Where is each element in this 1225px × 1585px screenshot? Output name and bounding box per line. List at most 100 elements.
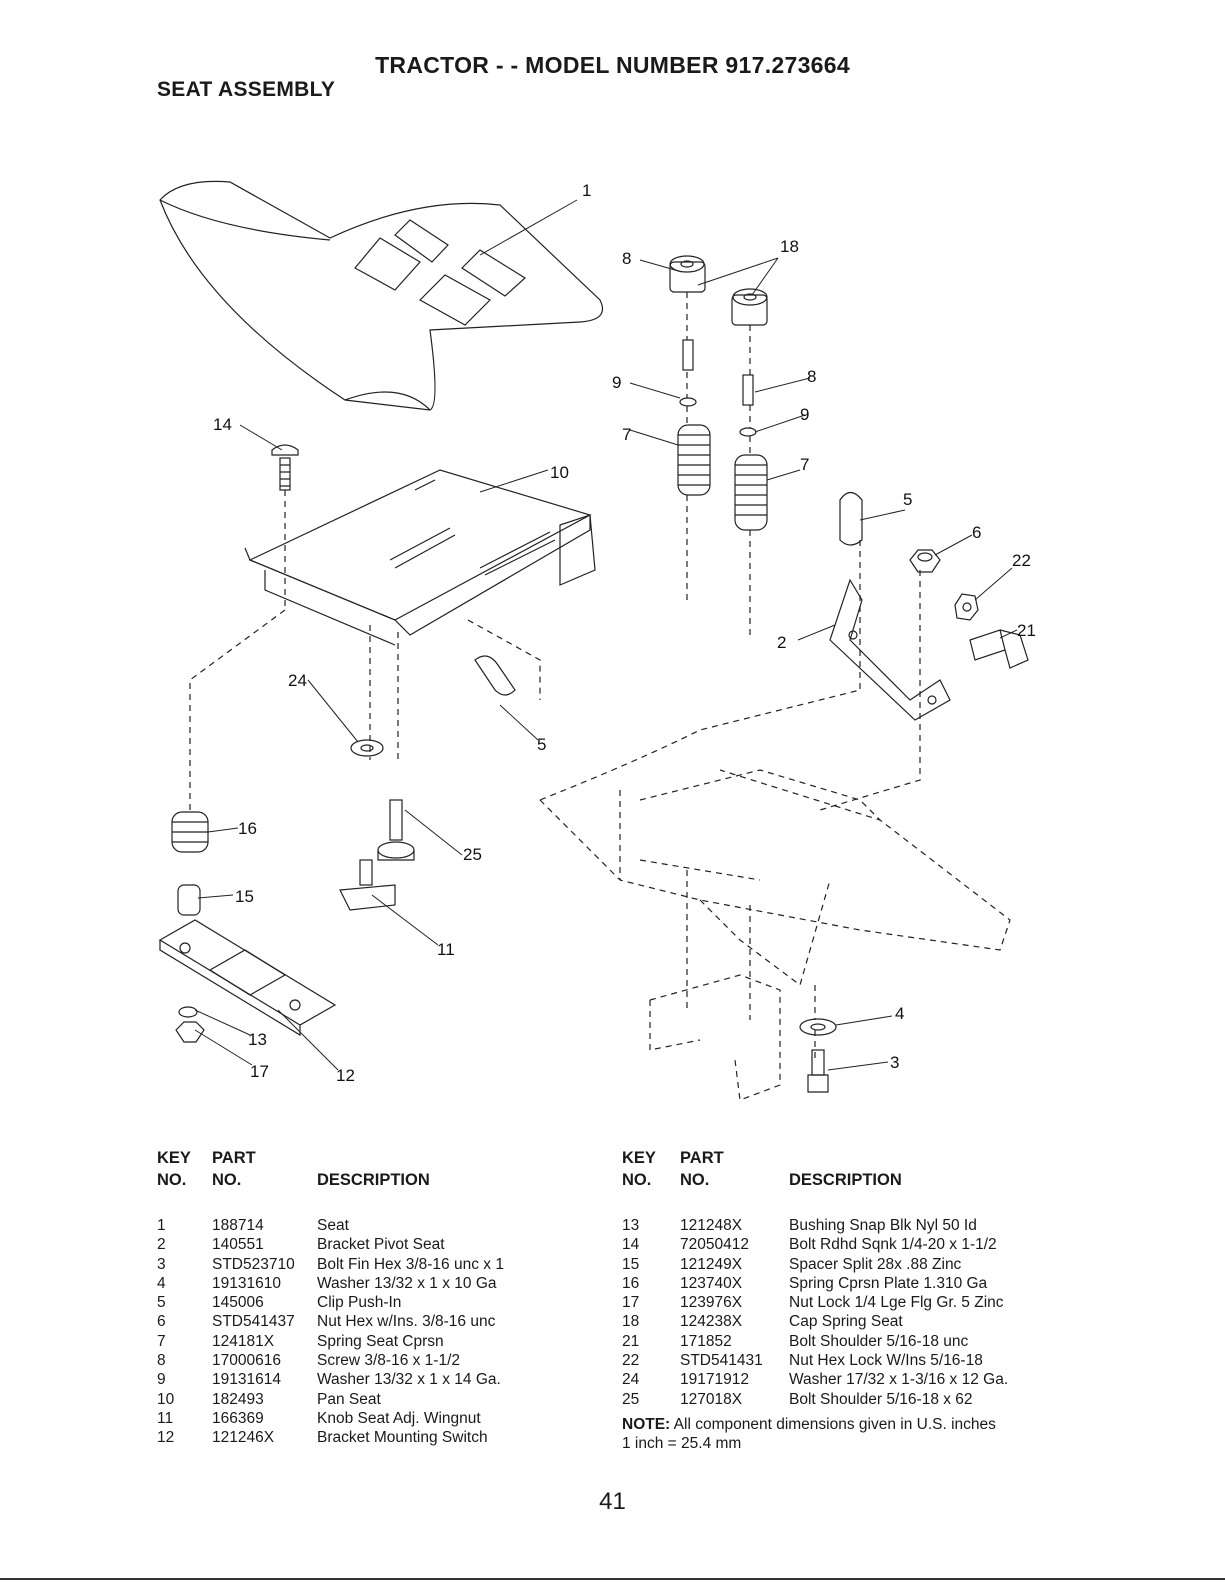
page-title: TRACTOR - - MODEL NUMBER 917.273664 (375, 52, 850, 78)
key-no: 14 (622, 1236, 640, 1254)
part-no: 17000616 (212, 1352, 281, 1370)
part-no: 182493 (212, 1390, 264, 1408)
switch-bracket-drawing (158, 919, 337, 1037)
key-no: 25 (622, 1390, 640, 1408)
description: Screw 3/8-16 x 1-1/2 (317, 1352, 461, 1370)
table-row: 14 72050412 Bolt Rdhd Sqnk 1/4-20 x 1-1/2 (622, 1235, 1072, 1254)
key-no: 6 (157, 1313, 166, 1331)
callout-11: 11 (437, 940, 455, 959)
table-row: 2 140551 Bracket Pivot Seat (157, 1235, 597, 1254)
callout-9b: 9 (800, 405, 809, 424)
description: Clip Push-In (317, 1294, 402, 1312)
key-no: 3 (157, 1255, 166, 1273)
key-no: 10 (157, 1390, 175, 1408)
part-no: 19171912 (680, 1371, 749, 1389)
table-row: 12 121246X Bracket Mounting Switch (157, 1428, 597, 1447)
description: Nut Hex w/Ins. 3/8-16 unc (317, 1313, 496, 1331)
callout-8a: 8 (622, 249, 631, 268)
key-no: 21 (622, 1332, 640, 1350)
pivot-bracket-drawing (829, 578, 951, 721)
description: Bushing Snap Blk Nyl 50 Id (789, 1217, 977, 1234)
key-no: 24 (622, 1371, 640, 1389)
leader-lines (194, 199, 1018, 1071)
key-no: 7 (157, 1332, 166, 1350)
table-row: 24 19171912 Washer 17/32 x 1-3/16 x 12 Ga. (622, 1370, 1072, 1389)
part-no: 19131610 (212, 1274, 281, 1292)
description: Washer 17/32 x 1-3/16 x 12 Ga. (789, 1371, 1009, 1389)
description: Bracket Mounting Switch (317, 1429, 488, 1447)
col-header-key: KEY (157, 1149, 191, 1167)
key-no: 2 (157, 1236, 166, 1254)
key-no: 5 (157, 1294, 166, 1312)
callout-17: 17 (250, 1062, 269, 1081)
callout-3: 3 (890, 1053, 899, 1072)
callout-6: 6 (972, 523, 981, 542)
col-header-key-no: NO. (622, 1171, 652, 1189)
table-row: 10 182493 Pan Seat (157, 1390, 597, 1409)
key-no: 11 (157, 1409, 174, 1427)
clip-drawing (474, 491, 863, 696)
key-no: 1 (157, 1217, 166, 1234)
callout-7b: 7 (800, 455, 809, 474)
part-no: 72050412 (680, 1236, 749, 1254)
description: Bolt Shoulder 5/16-18 x 62 (789, 1390, 973, 1408)
page-number: 41 (599, 1488, 626, 1515)
wingnut-drawing (339, 859, 396, 911)
description: Bolt Rdhd Sqnk 1/4-20 x 1-1/2 (789, 1236, 997, 1254)
callout-18: 18 (780, 237, 799, 256)
key-no: 18 (622, 1313, 640, 1331)
callout-1: 1 (582, 181, 591, 200)
description: Washer 13/32 x 1 x 10 Ga (317, 1274, 497, 1292)
spring-right-drawing (734, 454, 768, 531)
part-no: 19131614 (212, 1371, 281, 1389)
note-conversion: 1 inch = 25.4 mm (622, 1434, 742, 1452)
description: Bracket Pivot Seat (317, 1236, 445, 1254)
callout-14: 14 (213, 415, 232, 434)
description: Bolt Fin Hex 3/8-16 unc x 1 (317, 1255, 504, 1273)
bolt-3-drawing (807, 1049, 829, 1093)
bottom-rule (0, 1578, 1225, 1580)
key-no: 13 (622, 1217, 640, 1234)
nuts-drawing (909, 549, 979, 621)
col-header-part-no: NO. (680, 1171, 710, 1189)
section-title: SEAT ASSEMBLY (157, 78, 336, 101)
key-no: 12 (157, 1429, 175, 1447)
callout-10: 10 (550, 463, 569, 482)
note-label: NOTE: (622, 1415, 671, 1433)
part-no: STD541431 (680, 1352, 763, 1370)
col-header-part: PART (680, 1149, 724, 1167)
callout-8b: 8 (807, 367, 816, 386)
nut-17-drawing (175, 1021, 205, 1043)
key-no: 16 (622, 1274, 640, 1292)
col-header-description: DESCRIPTION (789, 1171, 902, 1189)
part-no: 188714 (212, 1217, 264, 1234)
washer-4-drawing (799, 1018, 837, 1036)
part-no: 121249X (680, 1255, 743, 1273)
callout-5a: 5 (903, 490, 912, 509)
description: Pan Seat (317, 1390, 381, 1408)
spring-16-drawing (171, 811, 209, 853)
screws-washers-drawing (679, 339, 757, 437)
spacer-15-drawing (177, 884, 201, 916)
part-no: 140551 (212, 1236, 264, 1254)
callout-24: 24 (288, 671, 307, 690)
callout-13: 13 (248, 1030, 267, 1049)
part-no: 121246X (212, 1429, 275, 1447)
callout-15: 15 (235, 887, 254, 906)
bolt-14-drawing (271, 444, 299, 491)
part-no: 123740X (680, 1274, 743, 1292)
description: Cap Spring Seat (789, 1313, 903, 1331)
description: Spring Cprsn Plate 1.310 Ga (789, 1274, 988, 1292)
key-no: 22 (622, 1352, 640, 1370)
description: Knob Seat Adj. Wingnut (317, 1409, 481, 1427)
col-header-part-no: NO. (212, 1171, 242, 1189)
